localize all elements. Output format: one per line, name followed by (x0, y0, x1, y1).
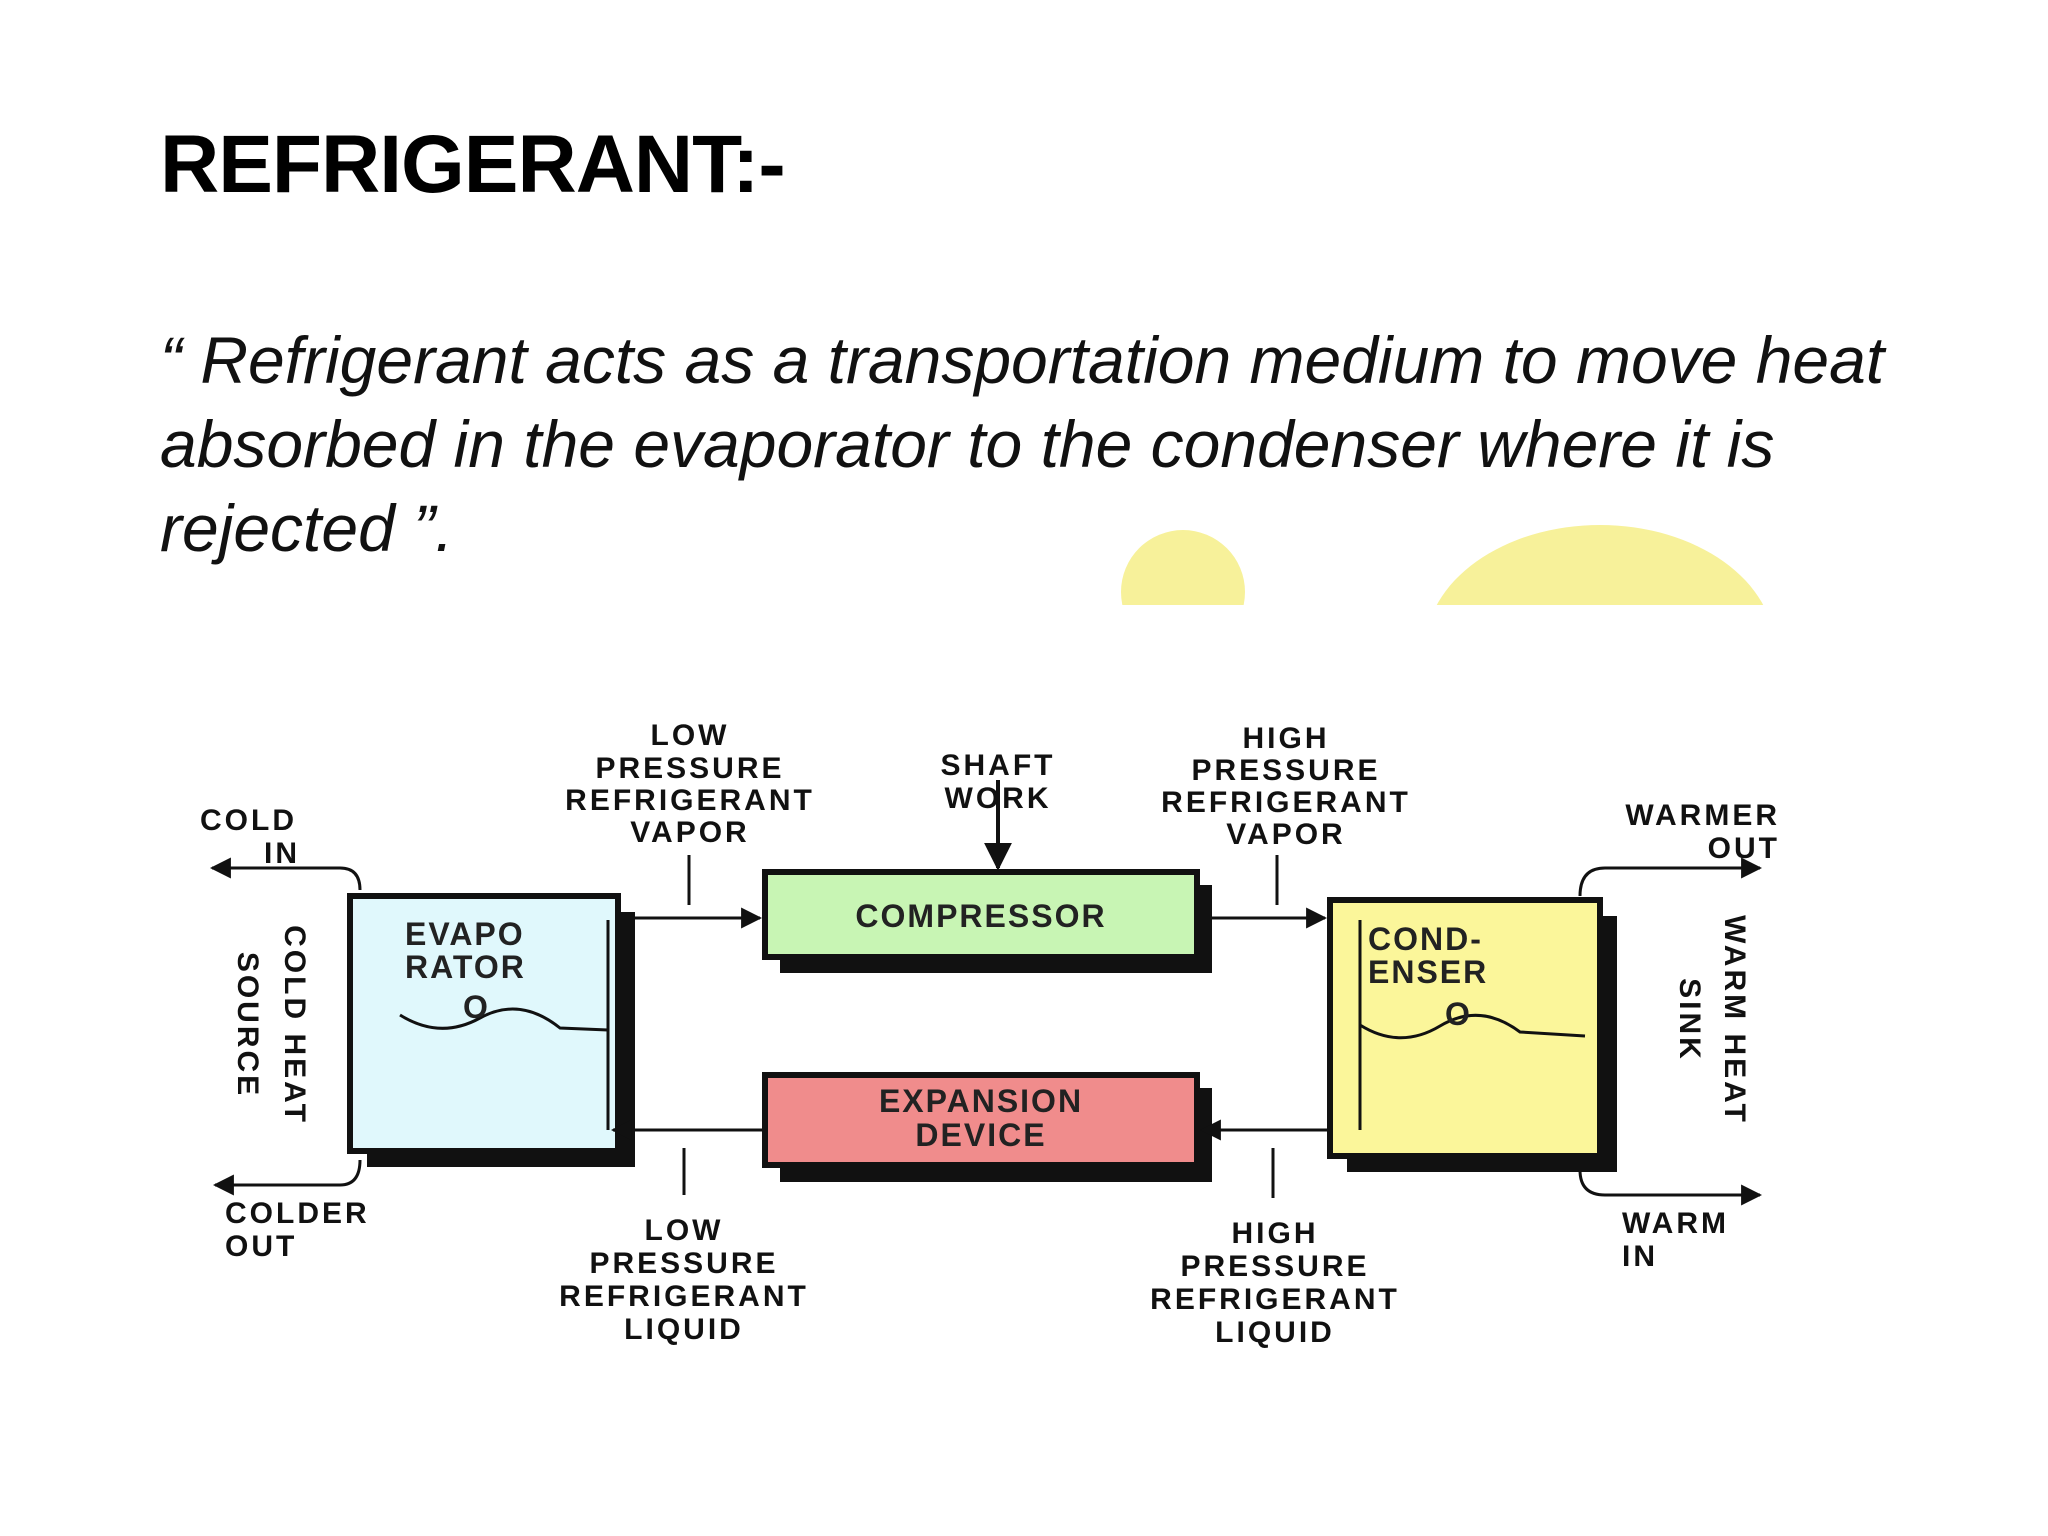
svg-text:WARMER: WARMER (1625, 799, 1780, 832)
compressor-label: COMPRESSOR (855, 898, 1106, 934)
svg-text:COLD HEAT: COLD HEAT (278, 925, 311, 1125)
warmer-out-label: WARMER OUT (1625, 799, 1780, 865)
svg-text:REFRIGERANT: REFRIGERANT (559, 1280, 809, 1313)
cold-in-label: COLD IN (200, 804, 300, 870)
svg-text:OUT: OUT (225, 1230, 297, 1263)
svg-text:WORK: WORK (945, 782, 1052, 815)
refrigeration-cycle-diagram: EVAPO RATOR O COMPRESSOR COND- ENSER O E… (200, 719, 1780, 1349)
svg-text:VAPOR: VAPOR (630, 816, 749, 849)
low-pressure-vapor-label: LOW PRESSURE REFRIGERANT VAPOR (565, 719, 815, 849)
warm-in-label: WARM IN (1622, 1207, 1729, 1273)
evaporator: EVAPO RATOR O (347, 893, 635, 1167)
svg-text:WARM: WARM (1622, 1207, 1729, 1240)
compressor: COMPRESSOR (762, 869, 1212, 973)
svg-text:HIGH: HIGH (1243, 722, 1330, 755)
svg-text:COLDER: COLDER (225, 1197, 370, 1230)
expansion-label-line2: DEVICE (915, 1117, 1046, 1153)
svg-text:OUT: OUT (1708, 832, 1780, 865)
expansion-device: EXPANSION DEVICE (762, 1072, 1212, 1182)
svg-text:SINK: SINK (1673, 978, 1706, 1062)
svg-text:REFRIGERANT: REFRIGERANT (1150, 1283, 1400, 1316)
svg-text:COLD: COLD (200, 804, 297, 837)
condenser-label-line3: O (1445, 996, 1472, 1032)
slide-title: REFRIGERANT:- (160, 119, 786, 210)
colder-out-label: COLDER OUT (225, 1197, 370, 1263)
svg-text:IN: IN (1622, 1240, 1658, 1273)
svg-text:IN: IN (264, 837, 300, 870)
svg-text:VAPOR: VAPOR (1226, 818, 1345, 851)
evaporator-label-line2: RATOR (405, 949, 526, 985)
high-pressure-vapor-label: HIGH PRESSURE REFRIGERANT VAPOR (1161, 722, 1411, 851)
condenser-label-line2: ENSER (1368, 954, 1488, 990)
heat-flow-lines (209, 857, 1763, 1206)
svg-text:SOURCE: SOURCE (231, 952, 264, 1098)
svg-text:LOW: LOW (645, 1214, 724, 1247)
cold-heat-source-label: COLD HEAT SOURCE (231, 925, 311, 1125)
evaporator-label-line3: O (463, 989, 490, 1025)
condenser-label-line1: COND- (1368, 921, 1483, 957)
svg-text:LOW: LOW (651, 719, 730, 752)
svg-text:LIQUID: LIQUID (1215, 1316, 1335, 1349)
svg-text:LIQUID: LIQUID (624, 1313, 744, 1346)
expansion-label-line1: EXPANSION (879, 1083, 1083, 1119)
svg-text:PRESSURE: PRESSURE (595, 752, 784, 785)
high-pressure-liquid-label: HIGH PRESSURE REFRIGERANT LIQUID (1150, 1217, 1400, 1349)
refrigerant-definition-quote: “ Refrigerant acts as a transportation m… (160, 323, 1885, 565)
refrigerant-flow-lines (610, 780, 1330, 1198)
svg-text:PRESSURE: PRESSURE (1180, 1250, 1369, 1283)
svg-text:HIGH: HIGH (1232, 1217, 1319, 1250)
condenser: COND- ENSER O (1327, 897, 1617, 1172)
evaporator-label-line1: EVAPO (405, 916, 525, 952)
svg-text:PRESSURE: PRESSURE (589, 1247, 778, 1280)
svg-text:PRESSURE: PRESSURE (1191, 754, 1380, 787)
low-pressure-liquid-label: LOW PRESSURE REFRIGERANT LIQUID (559, 1214, 809, 1346)
warm-heat-sink-label: WARM HEAT SINK (1673, 915, 1751, 1125)
svg-text:REFRIGERANT: REFRIGERANT (565, 784, 815, 817)
svg-text:REFRIGERANT: REFRIGERANT (1161, 786, 1411, 819)
svg-text:SHAFT: SHAFT (941, 749, 1056, 782)
shaft-work-label: SHAFT WORK (941, 749, 1056, 815)
svg-text:WARM HEAT: WARM HEAT (1718, 915, 1751, 1125)
